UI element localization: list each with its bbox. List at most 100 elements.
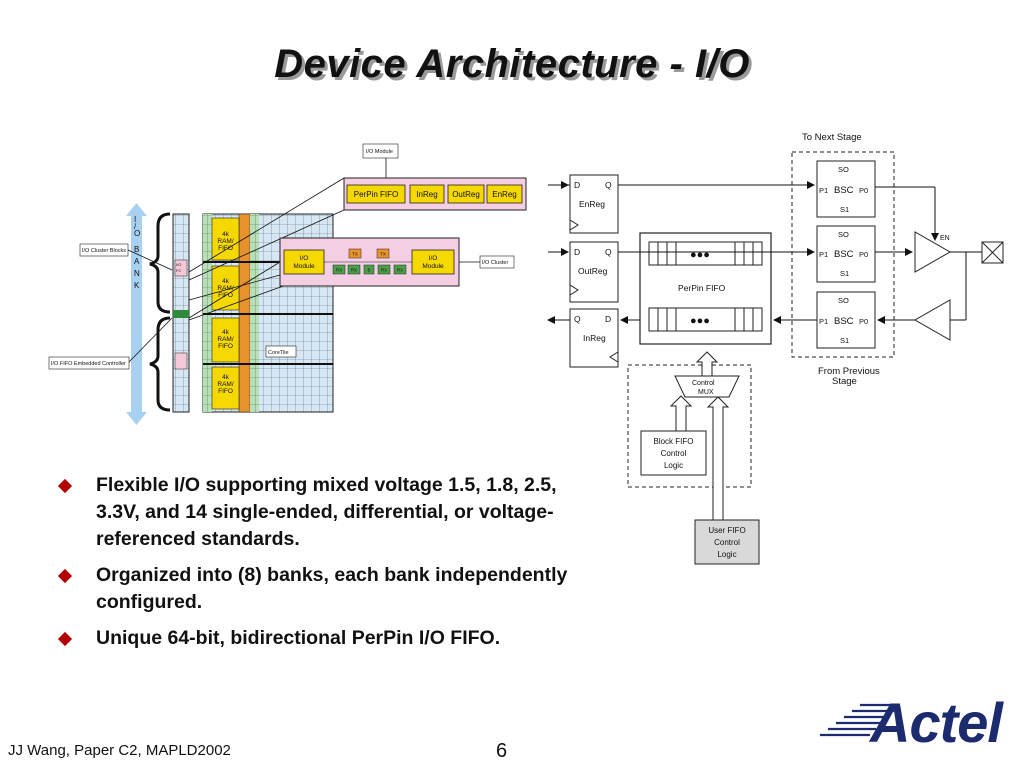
svg-text:S1: S1 bbox=[840, 336, 849, 345]
svg-text:MUX: MUX bbox=[698, 389, 714, 396]
svg-text:Q: Q bbox=[574, 314, 581, 324]
svg-text:Stage: Stage bbox=[832, 376, 857, 387]
svg-text:A: A bbox=[134, 257, 140, 266]
svg-text:I: I bbox=[134, 215, 136, 224]
svg-text:CoreTile: CoreTile bbox=[268, 350, 289, 356]
svg-text:FIFO: FIFO bbox=[218, 343, 233, 350]
bullet-item: Unique 64-bit, bidirectional PerPin I/O … bbox=[57, 625, 598, 652]
svg-text:Module: Module bbox=[293, 263, 315, 270]
svg-text:BSC: BSC bbox=[834, 249, 854, 260]
svg-text:FIFO: FIFO bbox=[218, 245, 233, 252]
core-tile-label bbox=[265, 345, 297, 358]
svg-text:S1: S1 bbox=[840, 205, 849, 214]
svg-text:P1: P1 bbox=[819, 317, 828, 326]
svg-text:User FIFO: User FIFO bbox=[708, 526, 745, 535]
svg-text:I/O FIFO Embedded Controller: I/O FIFO Embedded Controller bbox=[51, 361, 126, 367]
bullet-diamond-icon bbox=[57, 631, 73, 647]
svg-text:I/O Cluster Blocks: I/O Cluster Blocks bbox=[82, 248, 126, 254]
svg-text:RAM/: RAM/ bbox=[217, 238, 233, 245]
bsc-cell-1: SO P1 BSC P0 S1 bbox=[816, 160, 876, 218]
page-number: 6 bbox=[496, 740, 508, 762]
cluster-brace-top bbox=[149, 212, 171, 314]
inreg-block bbox=[409, 184, 445, 204]
control-mux: Control MUX bbox=[674, 375, 740, 398]
svg-text:P0: P0 bbox=[859, 250, 868, 259]
io-cluster-label bbox=[479, 255, 515, 269]
svg-text:EN: EN bbox=[940, 235, 950, 242]
svg-text:BSC: BSC bbox=[834, 316, 854, 327]
block-fifo-box bbox=[627, 364, 752, 488]
block-fifo-control-logic: Block FIFO Control Logic bbox=[640, 430, 707, 476]
bsc-cell-3: SO P1 BSC P0 S1 bbox=[816, 291, 876, 349]
svg-text:SO: SO bbox=[838, 296, 849, 305]
svg-text:B: B bbox=[134, 245, 139, 254]
svg-text:B: B bbox=[367, 268, 370, 273]
svg-text:●●●: ●●● bbox=[690, 315, 710, 327]
enreg-block bbox=[486, 184, 523, 204]
svg-text:TX: TX bbox=[352, 252, 358, 257]
svg-text:FIFO: FIFO bbox=[218, 388, 233, 395]
perpin-fifo: ●●● ●●● PerPin FIFO bbox=[639, 232, 772, 345]
svg-text:Control: Control bbox=[692, 380, 715, 387]
svg-text:D: D bbox=[605, 314, 611, 324]
svg-text:P1: P1 bbox=[819, 186, 828, 195]
io-cluster-blocks-label bbox=[79, 243, 129, 257]
bullet-item: Organized into (8) banks, each bank inde… bbox=[57, 562, 598, 616]
svg-text:RX: RX bbox=[381, 268, 387, 273]
svg-text:RX: RX bbox=[351, 268, 357, 273]
bullet-diamond-icon bbox=[57, 568, 73, 584]
slide-title: Device Architecture - I/O bbox=[274, 42, 750, 86]
svg-text:P0: P0 bbox=[859, 317, 868, 326]
bullet-list: Flexible I/O supporting mixed voltage 1.… bbox=[57, 472, 598, 661]
svg-text:Block FIFO: Block FIFO bbox=[653, 437, 693, 446]
svg-text:OutReg: OutReg bbox=[452, 190, 480, 199]
svg-text:4k: 4k bbox=[222, 374, 230, 381]
bullet-item: Flexible I/O supporting mixed voltage 1.… bbox=[57, 472, 598, 553]
svg-text:4k: 4k bbox=[222, 278, 230, 285]
ram-fifo-blocks: 4k RAM/ FIFO 4k RAM/ FIFO 4k RAM/ FIFO 4… bbox=[211, 217, 240, 410]
svg-text:RAM/: RAM/ bbox=[217, 336, 233, 343]
enreg-register: D Q EnReg bbox=[569, 174, 619, 234]
io-module-tag bbox=[362, 143, 399, 159]
io-module-b bbox=[411, 249, 455, 275]
user-fifo-control-logic: User FIFO Control Logic bbox=[694, 519, 760, 565]
svg-text:●●●: ●●● bbox=[690, 249, 710, 261]
svg-text:OutReg: OutReg bbox=[578, 266, 608, 276]
actel-logo-text: Actel bbox=[870, 691, 1003, 754]
outreg-register: D Q OutReg bbox=[569, 241, 619, 303]
svg-text:Control: Control bbox=[714, 538, 740, 547]
svg-text:PerPin FIFO: PerPin FIFO bbox=[354, 190, 398, 199]
svg-text:EnReg: EnReg bbox=[492, 190, 516, 199]
svg-text:RX: RX bbox=[336, 268, 342, 273]
svg-text:I/O: I/O bbox=[429, 255, 438, 262]
svg-text:Logic: Logic bbox=[717, 550, 736, 559]
svg-text:I/O Module: I/O Module bbox=[366, 149, 393, 155]
bank-arrow bbox=[126, 203, 147, 425]
svg-text:I/O: I/O bbox=[300, 255, 309, 262]
bsc-chain-box bbox=[791, 151, 895, 358]
svg-text:InReg: InReg bbox=[416, 190, 437, 199]
svg-text:I/O: I/O bbox=[176, 262, 181, 267]
to-next-stage-label: To Next Stage bbox=[802, 132, 862, 143]
svg-text:P1: P1 bbox=[819, 250, 828, 259]
inreg-register: Q D InReg bbox=[569, 308, 619, 368]
output-buffer: EN bbox=[914, 231, 952, 273]
svg-text:O: O bbox=[134, 229, 140, 238]
bullet-diamond-icon bbox=[57, 478, 73, 494]
svg-text:N: N bbox=[134, 269, 140, 278]
svg-text:Control: Control bbox=[661, 449, 687, 458]
svg-text:S1: S1 bbox=[840, 269, 849, 278]
io-fifo-controller-label bbox=[48, 356, 130, 370]
footer-text: JJ Wang, Paper C2, MAPLD2002 bbox=[8, 742, 231, 759]
svg-text:RX: RX bbox=[397, 268, 403, 273]
svg-text:D: D bbox=[574, 180, 580, 190]
from-previous-stage-label: From Previous bbox=[818, 366, 880, 377]
svg-text:Q: Q bbox=[605, 180, 612, 190]
svg-text:Logic: Logic bbox=[664, 461, 683, 470]
svg-text:TX: TX bbox=[380, 252, 386, 257]
outreg-block bbox=[447, 184, 485, 204]
perpin-fifo-block bbox=[346, 184, 406, 204]
svg-text:I/O Cluster: I/O Cluster bbox=[482, 260, 508, 266]
io-bank-diagram: I / O B A N K I/O FC 4k RAM/ FIFO 4k RAM… bbox=[48, 143, 527, 425]
input-buffer bbox=[913, 299, 951, 341]
